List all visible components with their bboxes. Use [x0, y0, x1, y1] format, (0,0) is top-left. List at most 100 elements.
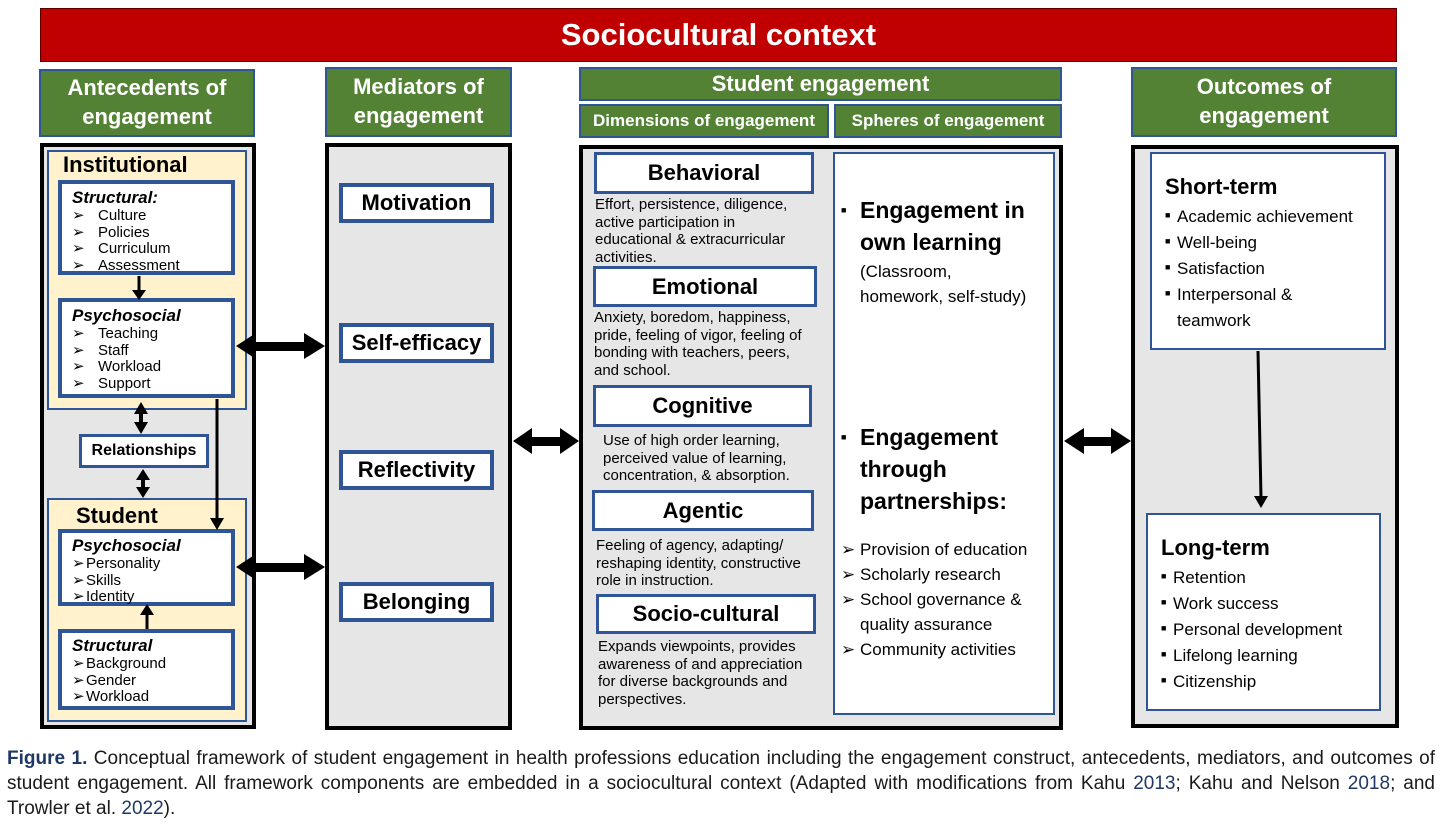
desc-line: concentration, & absorption.: [603, 467, 790, 484]
list-item: Well-being: [1177, 233, 1258, 253]
desc-line: perspectives.: [598, 690, 687, 708]
dimension-socio-cultural: Socio-cultural: [596, 594, 816, 634]
dimension-behavioral-desc: Effort, persistence, diligence, active p…: [595, 196, 831, 266]
list-item: Work success: [1173, 594, 1279, 614]
sociocultural-context-banner: Sociocultural context: [40, 8, 1397, 62]
list-item: School governance &: [860, 590, 1022, 609]
desc-line: for diverse backgrounds and: [598, 673, 788, 690]
dimension-emotional-desc: Anxiety, boredom, happiness, pride, feel…: [594, 309, 832, 379]
arrow-bullet-icon: ➢: [841, 590, 856, 609]
sphere-partner-title-line: partnerships:: [860, 488, 1007, 514]
desc-line: Use of high order learning,: [603, 432, 780, 449]
student-structural-title: Structural: [72, 636, 153, 655]
student-structural-box: Structural Background Gender Workload: [58, 629, 235, 710]
relationships-box: Relationships: [79, 434, 209, 468]
sphere-partner-title-line: through: [860, 456, 947, 482]
mediators-header-line1: Mediators of: [353, 74, 484, 100]
list-item: Provision of education: [860, 540, 1028, 559]
institutional-title: Institutional: [63, 152, 188, 177]
long-term-title: Long-term: [1161, 535, 1270, 560]
list-item: Satisfaction: [1177, 259, 1265, 279]
arrow-institutional-to-student-psychosocial: [210, 399, 224, 530]
mediators-header-line2: engagement: [353, 103, 484, 128]
sphere-own-learning: Engagement in own learning (Classroom, h…: [841, 194, 1051, 309]
list-item: Staff: [72, 342, 221, 360]
arrow-structural-to-psychosocial: [132, 276, 146, 300]
antecedents-header-line2: engagement: [82, 104, 212, 129]
sphere-own-title-line: Engagement in: [860, 197, 1025, 223]
dimension-agentic-desc: Feeling of agency, adapting/ reshaping i…: [596, 537, 832, 590]
student-psychosocial-box: Psychosocial Personality Skills Identity: [58, 529, 235, 606]
sphere-own-sub-line: (Classroom,: [860, 262, 952, 281]
caption-text: ; and Trowler et al.: [7, 773, 1436, 819]
antecedents-header-line1: Antecedents of: [67, 75, 227, 101]
arrow-institutional-relationships: [134, 402, 148, 434]
institutional-psychosocial-title: Psychosocial: [72, 306, 181, 325]
mediators-column: [325, 143, 512, 730]
double-arrow-institutional-mediators: [236, 333, 325, 359]
desc-line: Anxiety, boredom, happiness,: [594, 309, 791, 326]
dimensions-header: Dimensions of engagement: [579, 104, 829, 138]
short-term-box: Short-term Academic achievement Well-bei…: [1150, 152, 1386, 350]
list-item: Curriculum: [72, 240, 221, 258]
mediator-reflectivity: Reflectivity: [339, 450, 494, 490]
desc-line: active participation in: [595, 213, 736, 231]
mediators-header: Mediators of engagement: [325, 67, 512, 137]
list-item: Citizenship: [1173, 672, 1257, 692]
dimension-cognitive-desc: Use of high order learning, perceived va…: [603, 432, 831, 485]
outcomes-header-line2: engagement: [1199, 103, 1329, 128]
arrow-short-to-long-term: [1254, 350, 1268, 508]
list-item-continued: teamwork: [1177, 311, 1251, 331]
citation-link[interactable]: 2013: [1133, 773, 1176, 794]
sphere-partner-title-line: Engagement: [860, 424, 999, 450]
sphere-own-sub-line: homework, self-study): [860, 287, 1027, 306]
desc-line: role in instruction.: [596, 572, 714, 589]
list-item: Scholarly research: [860, 565, 1001, 584]
outcomes-header-line1: Outcomes of: [1196, 74, 1332, 100]
arrow-bullet-icon: ➢: [841, 540, 856, 559]
caption-text: ; Kahu and Nelson: [1175, 773, 1348, 794]
spheres-box: [833, 152, 1055, 715]
list-item: Teaching: [72, 325, 221, 343]
spheres-header: Spheres of engagement: [834, 104, 1062, 138]
outcomes-header: Outcomes of engagement: [1131, 67, 1397, 137]
list-item: Workload: [72, 358, 221, 376]
long-term-box: Long-term Retention Work success Persona…: [1146, 513, 1381, 711]
list-item: Retention: [1173, 568, 1246, 587]
desc-line: bonding with teachers, peers,: [594, 344, 790, 361]
mediator-self-efficacy: Self-efficacy: [339, 323, 494, 363]
dimension-behavioral: Behavioral: [594, 152, 814, 194]
desc-line: and school.: [594, 361, 671, 379]
list-item: Culture: [72, 207, 221, 225]
antecedents-header: Antecedents of engagement: [39, 69, 255, 137]
dimension-cognitive: Cognitive: [593, 385, 812, 427]
list-item: Assessment: [72, 257, 221, 275]
dimension-agentic: Agentic: [592, 490, 814, 531]
desc-line: Feeling of agency, adapting/: [596, 537, 784, 554]
list-item: Lifelong learning: [1173, 646, 1298, 666]
citation-link[interactable]: 2018: [1347, 773, 1391, 794]
list-item: Personal development: [1173, 620, 1343, 640]
caption-text: Conceptual framework of student engageme…: [7, 748, 1435, 794]
desc-line: awareness of and appreciation: [598, 655, 803, 673]
list-item: Support: [72, 375, 221, 393]
caption-text: ).: [163, 798, 176, 819]
list-item: Background: [72, 655, 221, 673]
mediator-belonging: Belonging: [339, 582, 494, 622]
sphere-partnerships: Engagement through partnerships: ➢Provis…: [841, 421, 1053, 662]
student-title: Student: [76, 503, 158, 528]
dimension-socio-cultural-desc: Expands viewpoints, provides awareness o…: [598, 638, 832, 708]
double-arrow-mediators-engagement: [513, 428, 579, 454]
institutional-psychosocial-box: Psychosocial Teaching Staff Workload Sup…: [58, 298, 235, 398]
desc-line: Effort, persistence, diligence,: [595, 196, 788, 213]
desc-line: reshaping identity, constructive: [596, 554, 801, 572]
desc-line: educational & extracurricular: [595, 231, 786, 248]
institutional-structural-title: Structural:: [72, 188, 158, 207]
arrow-bullet-icon: ➢: [841, 565, 856, 584]
citation-link[interactable]: 2022: [121, 798, 164, 819]
double-arrow-engagement-outcomes: [1064, 428, 1131, 454]
student-psychosocial-title: Psychosocial: [72, 536, 181, 555]
list-item: Identity: [72, 588, 221, 606]
list-item: Gender: [72, 672, 221, 690]
